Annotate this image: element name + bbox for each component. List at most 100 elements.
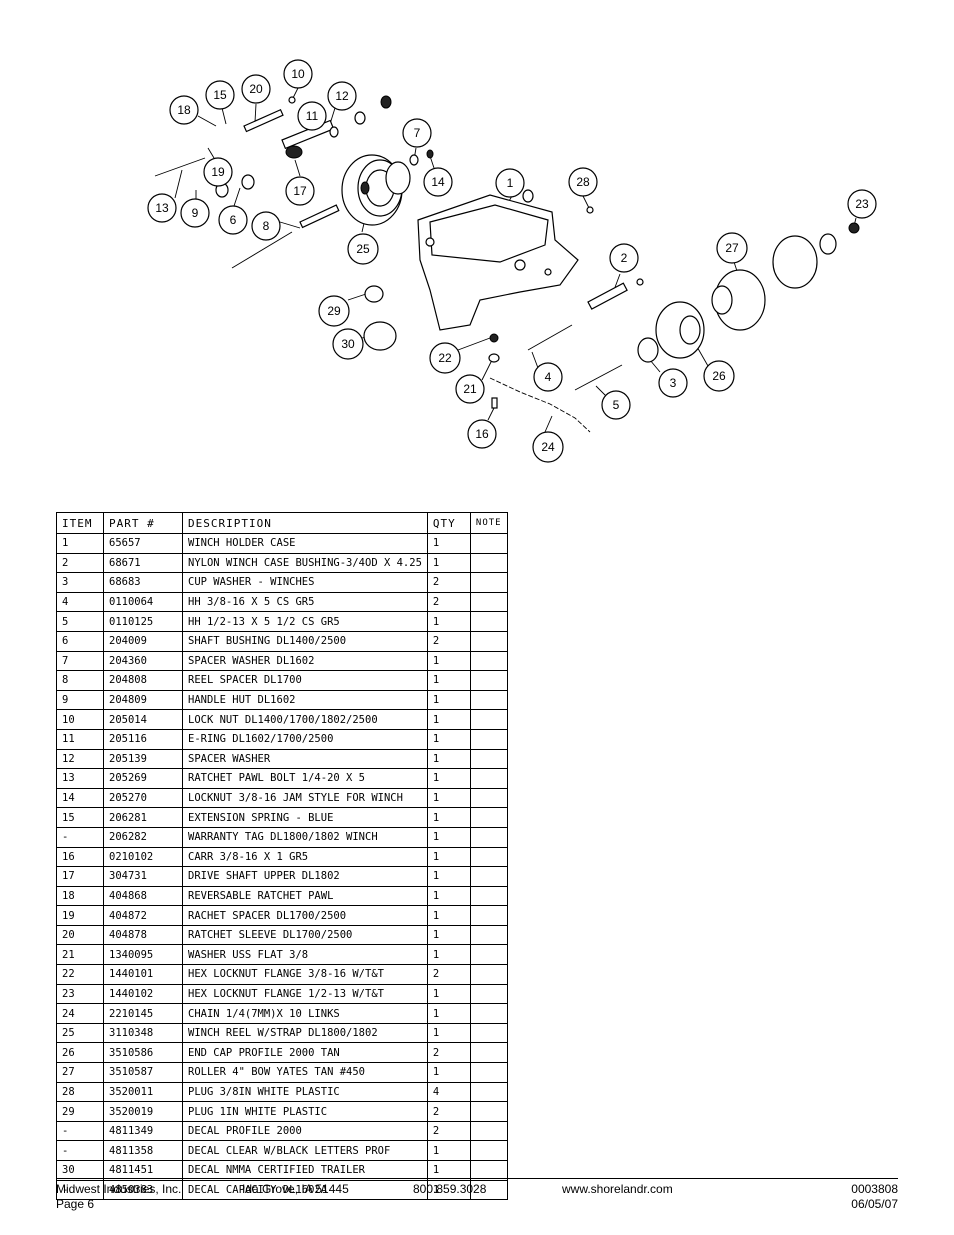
cell-note bbox=[469, 1003, 508, 1024]
cell-item: 29 bbox=[56, 1101, 104, 1122]
cell-part-number: 1340095 bbox=[103, 944, 183, 966]
callout-23: 23 bbox=[847, 189, 877, 219]
cell-qty: 1 bbox=[426, 944, 471, 966]
cell-note bbox=[469, 964, 508, 985]
svg-text:30: 30 bbox=[341, 337, 355, 351]
svg-text:2: 2 bbox=[621, 251, 628, 265]
cell-note bbox=[469, 905, 508, 926]
cell-item: 21 bbox=[56, 944, 104, 966]
callout-11: 11 bbox=[297, 101, 327, 131]
cell-part-number: 3520019 bbox=[103, 1101, 183, 1122]
cell-note bbox=[469, 1140, 508, 1161]
cell-note bbox=[469, 533, 508, 554]
svg-text:25: 25 bbox=[356, 242, 370, 256]
svg-text:19: 19 bbox=[211, 165, 225, 179]
cell-qty: 1 bbox=[426, 1062, 471, 1083]
callout-22: 22 bbox=[429, 342, 461, 374]
svg-text:27: 27 bbox=[725, 241, 739, 255]
cell-qty: 1 bbox=[426, 533, 471, 554]
cell-item: 17 bbox=[56, 866, 104, 887]
cell-description: PLUG 1IN WHITE PLASTIC bbox=[182, 1101, 428, 1122]
svg-text:26: 26 bbox=[712, 369, 726, 383]
cell-qty: 1 bbox=[426, 1179, 471, 1201]
footer-website[interactable]: www.shorelandr.com bbox=[562, 1182, 673, 1196]
callout-28: 28 bbox=[568, 167, 598, 197]
cell-item: 10 bbox=[56, 709, 104, 730]
cell-description: END CAP PROFILE 2000 TAN bbox=[182, 1042, 428, 1064]
cell-qty: 1 bbox=[426, 866, 471, 887]
cell-description: SPACER WASHER bbox=[182, 748, 428, 770]
cell-note bbox=[469, 572, 508, 593]
cell-qty: 1 bbox=[426, 728, 471, 750]
cell-item: 6 bbox=[56, 630, 104, 652]
cell-part-number: 204009 bbox=[103, 630, 183, 652]
cell-part-number: 0210102 bbox=[103, 846, 183, 868]
svg-text:29: 29 bbox=[327, 304, 341, 318]
cell-note bbox=[469, 709, 508, 730]
cell-part-number: 1440102 bbox=[103, 983, 183, 1005]
svg-text:23: 23 bbox=[855, 197, 869, 211]
cell-note bbox=[469, 1101, 508, 1122]
cell-description: LOCK NUT DL1400/1700/1802/2500 bbox=[182, 709, 428, 730]
callout-3: 3 bbox=[658, 368, 688, 398]
reel-hub bbox=[385, 161, 411, 195]
callout-2: 2 bbox=[609, 243, 639, 273]
cell-description: DRIVE SHAFT UPPER DL1802 bbox=[182, 866, 428, 887]
cell-note bbox=[469, 1120, 508, 1142]
cell-note bbox=[469, 689, 508, 711]
callout-25: 25 bbox=[347, 233, 379, 265]
cell-part-number: 68683 bbox=[103, 572, 183, 593]
cell-description: REEL SPACER DL1700 bbox=[182, 670, 428, 691]
cell-description: CARR 3/8-16 X 1 GR5 bbox=[182, 846, 428, 868]
footer-doc-number: 0003808 bbox=[851, 1182, 898, 1196]
callout-16: 16 bbox=[467, 419, 497, 449]
callout-13: 13 bbox=[147, 193, 177, 223]
cell-item: 9 bbox=[56, 689, 104, 711]
footer-date: 06/05/07 bbox=[851, 1197, 898, 1211]
plug-decal bbox=[363, 321, 397, 351]
cell-part-number: 205269 bbox=[103, 768, 183, 789]
cell-part-number: 205139 bbox=[103, 748, 183, 770]
cell-qty: 1 bbox=[426, 611, 471, 632]
cell-qty: 1 bbox=[426, 787, 471, 809]
cell-description: WINCH HOLDER CASE bbox=[182, 533, 428, 554]
cell-note bbox=[469, 826, 508, 848]
cell-part-number: 3110348 bbox=[103, 1022, 183, 1044]
cell-description: RATCHET SLEEVE DL1700/2500 bbox=[182, 924, 428, 946]
table-header-row: ITEM PART # DESCRIPTION QTY NOTE bbox=[56, 512, 508, 534]
cell-description: WASHER USS FLAT 3/8 bbox=[182, 944, 428, 966]
cell-qty: 1 bbox=[426, 807, 471, 828]
callout-29: 29 bbox=[318, 295, 350, 327]
cell-description: WINCH REEL W/STRAP DL1800/1802 bbox=[182, 1022, 428, 1044]
cell-part-number: 205270 bbox=[103, 787, 183, 809]
cell-description: LOCKNUT 3/8-16 JAM STYLE FOR WINCH bbox=[182, 787, 428, 809]
svg-text:17: 17 bbox=[293, 184, 307, 198]
callout-27: 27 bbox=[716, 232, 748, 264]
cell-part-number: 204808 bbox=[103, 670, 183, 691]
cell-note bbox=[469, 983, 508, 1005]
cell-part-number: 3510587 bbox=[103, 1062, 183, 1083]
cell-description: PLUG 3/8IN WHITE PLASTIC bbox=[182, 1081, 428, 1103]
cell-qty: 1 bbox=[426, 748, 471, 770]
header-qty: QTY bbox=[426, 512, 471, 534]
cell-part-number: 304731 bbox=[103, 866, 183, 887]
cell-note bbox=[469, 552, 508, 574]
cell-description: DECAL NMMA CERTIFIED TRAILER bbox=[182, 1160, 428, 1181]
cell-item: 18 bbox=[56, 885, 104, 907]
